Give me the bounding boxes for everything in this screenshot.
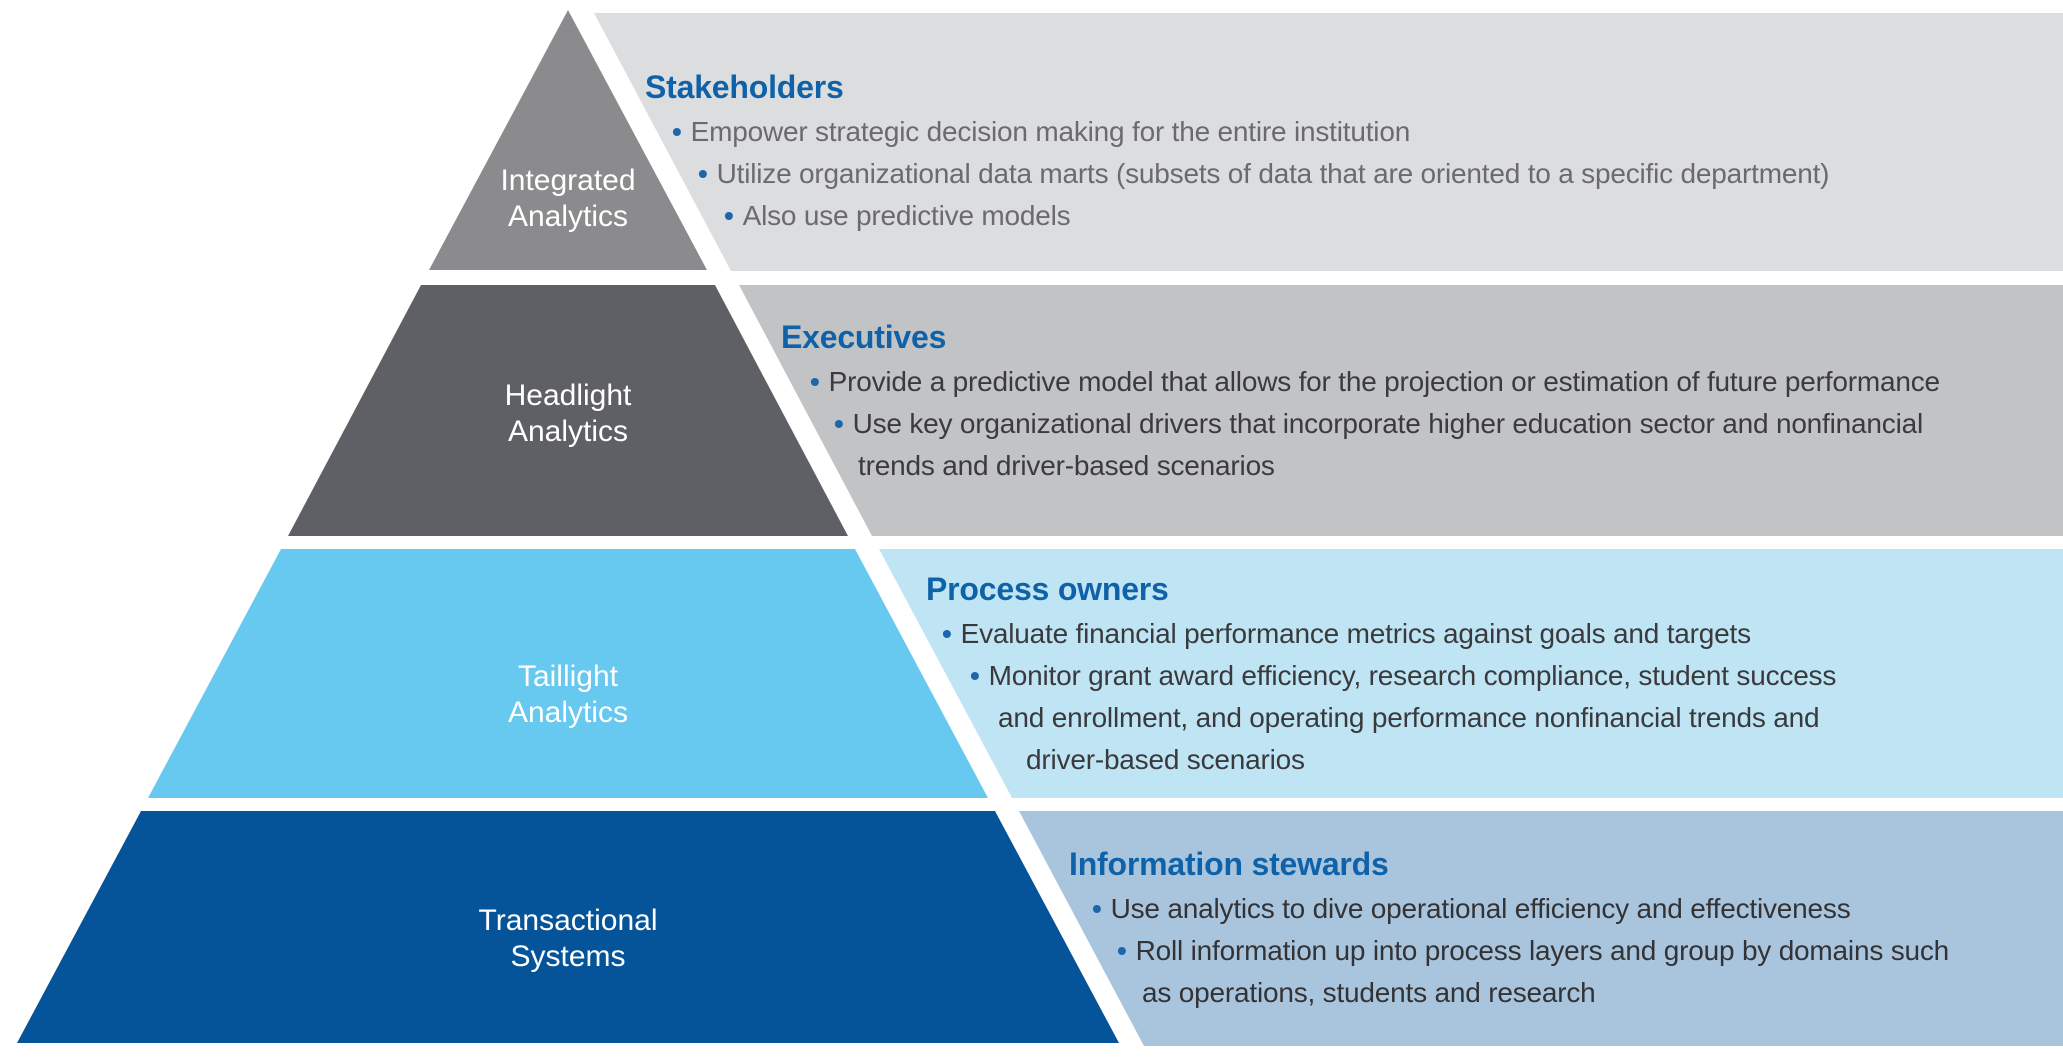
panel-content: Executives • Provide a predictive model t…: [739, 285, 2063, 536]
bullet-list: • Evaluate financial performance metrics …: [879, 613, 2063, 781]
bullet-list: • Empower strategic decision making for t…: [594, 111, 2063, 237]
panel-information-stewards: Information stewards • Use analytics to d…: [1019, 811, 2063, 1046]
bullet-text: Use analytics to dive operational effici…: [1110, 893, 1851, 924]
bullet-text: Evaluate financial performance metrics a…: [960, 618, 1752, 649]
bullet-text: driver-based scenarios: [1026, 744, 1305, 775]
bullet-list: • Use analytics to dive operational effic…: [1019, 888, 2063, 1014]
section-heading-executives: Executives: [781, 319, 947, 355]
bullet-icon: •: [970, 660, 980, 691]
bullet-line: • Empower strategic decision making for t…: [594, 111, 2063, 153]
bullet-line: • Evaluate financial performance metrics …: [879, 613, 2063, 655]
layer-label-headlight-analytics: Headlight Analytics: [504, 379, 632, 448]
bullet-text: Roll information up into process layers …: [1135, 935, 1950, 966]
bullet-text: as operations, students and research: [1142, 977, 1596, 1008]
pyramid-layer-taillight-analytics: [148, 549, 988, 798]
bullet-text: Provide a predictive model that allows f…: [828, 366, 1941, 397]
bullet-text: Empower strategic decision making for th…: [690, 116, 1411, 147]
panel-executives: Executives • Provide a predictive model t…: [739, 285, 2063, 536]
section-heading-process-owners: Process owners: [926, 571, 1169, 607]
panel-content: Process owners • Evaluate financial perfo…: [879, 549, 2063, 798]
bullet-line: • Roll information up into process layers…: [1019, 930, 2063, 972]
bullet-text: Also use predictive models: [742, 200, 1071, 231]
bullet-text: Utilize organizational data marts (subse…: [716, 158, 1830, 189]
bullet-line: trends and driver-based scenarios: [739, 445, 2063, 487]
layer-label-integrated-analytics: Integrated Analytics: [500, 164, 636, 233]
section-heading-information-stewards: Information stewards: [1069, 846, 1389, 882]
bullet-text: Monitor grant award efficiency, research…: [988, 660, 1837, 691]
bullet-line: • Utilize organizational data marts (subs…: [594, 153, 2063, 195]
panel-content: Stakeholders • Empower strategic decision…: [594, 13, 2063, 271]
bullet-text: and enrollment, and operating performanc…: [998, 702, 1820, 733]
bullet-icon: •: [698, 158, 708, 189]
layer-label-transactional-systems: Transactional Systems: [478, 904, 658, 973]
bullet-line: • Provide a predictive model that allows …: [739, 361, 2063, 403]
bullet-icon: •: [834, 408, 844, 439]
panel-process-owners: Process owners • Evaluate financial perfo…: [879, 549, 2063, 798]
bullet-icon: •: [672, 116, 682, 147]
bullet-icon: •: [810, 366, 820, 397]
bullet-line: and enrollment, and operating performanc…: [879, 697, 2063, 739]
bullet-text: Use key organizational drivers that inco…: [852, 408, 1924, 439]
bullet-line: • Use key organizational drivers that inc…: [739, 403, 2063, 445]
pyramid-layer-transactional-systems: [17, 811, 1119, 1043]
bullet-icon: •: [1092, 893, 1102, 924]
bullet-icon: •: [942, 618, 952, 649]
bullet-text: trends and driver-based scenarios: [858, 450, 1275, 481]
panel-content: Information stewards • Use analytics to d…: [1019, 811, 2063, 1046]
bullet-icon: •: [724, 200, 734, 231]
bullet-list: • Provide a predictive model that allows …: [739, 361, 2063, 487]
bullet-line: • Monitor grant award efficiency, researc…: [879, 655, 2063, 697]
layer-label-taillight-analytics: Taillight Analytics: [507, 660, 629, 729]
bullet-line: • Also use predictive models: [594, 195, 2063, 237]
bullet-line: driver-based scenarios: [879, 739, 2063, 781]
bullet-line: as operations, students and research: [1019, 972, 2063, 1014]
section-heading-stakeholders: Stakeholders: [645, 69, 844, 105]
panel-stakeholders: Stakeholders • Empower strategic decision…: [594, 13, 2063, 271]
bullet-icon: •: [1117, 935, 1127, 966]
bullet-line: • Use analytics to dive operational effic…: [1019, 888, 2063, 930]
